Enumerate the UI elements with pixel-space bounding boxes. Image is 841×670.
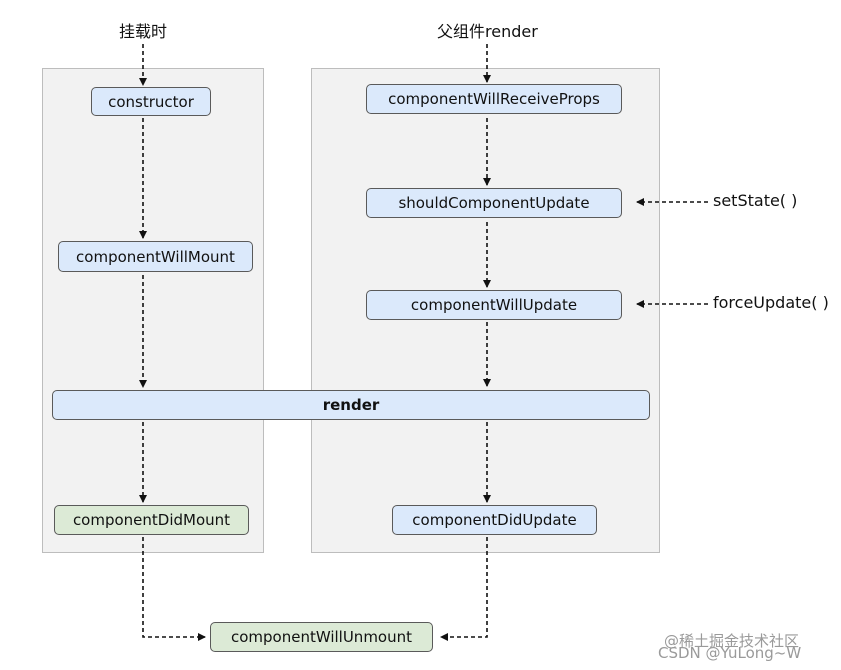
component-did-update-node: componentDidUpdate [392, 505, 597, 535]
arrow-didupdate-to-unmount [440, 537, 488, 641]
component-did-mount-node: componentDidMount [54, 505, 249, 535]
constructor-node: constructor [91, 87, 211, 116]
render-node: render [52, 390, 650, 420]
mount-panel [42, 68, 264, 553]
component-will-receive-props-node: componentWillReceiveProps [366, 84, 622, 114]
arrow-didmount-to-unmount [142, 537, 206, 641]
should-component-update-node: shouldComponentUpdate [366, 188, 622, 218]
watermark-csdn: CSDN @YuLong~W [658, 644, 802, 662]
set-state-label: setState( ) [713, 191, 798, 210]
mount-trigger-label: 挂载时 [119, 22, 168, 41]
force-update-label: forceUpdate( ) [713, 293, 829, 312]
component-will-mount-node: componentWillMount [58, 241, 253, 272]
component-will-update-node: componentWillUpdate [366, 290, 622, 320]
component-will-unmount-node: componentWillUnmount [210, 622, 433, 652]
watermark-juejin: @稀土掘金技术社区 [664, 632, 800, 650]
parent-render-label: 父组件render [437, 22, 538, 41]
